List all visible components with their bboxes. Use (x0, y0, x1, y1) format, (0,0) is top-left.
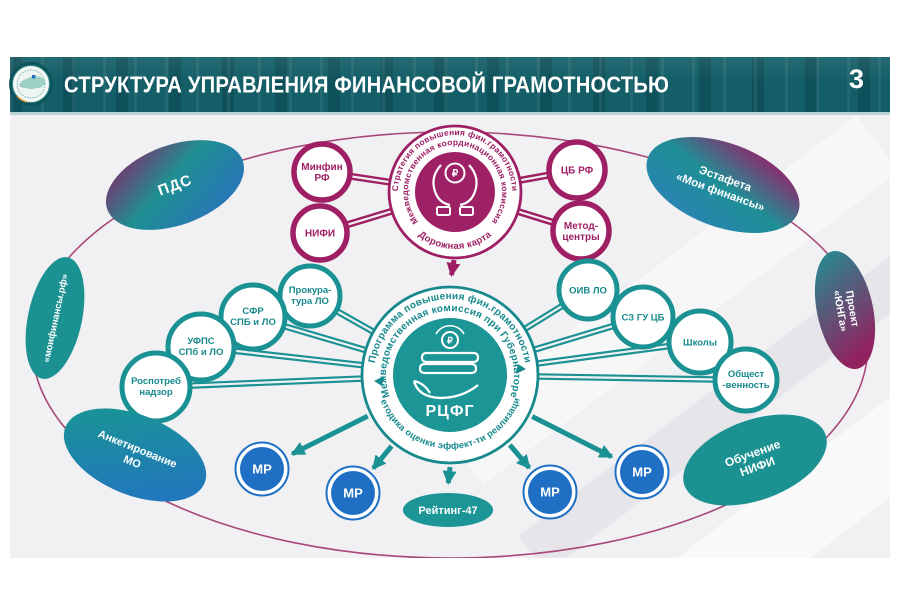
node-label: Общест (728, 369, 765, 380)
periphery-shape (63, 408, 207, 502)
partner-schools: Школы (666, 308, 734, 376)
partner-sz-gu-cb: СЗ ГУ ЦБ (610, 284, 676, 350)
satellite-minfin: Минфин РФ (291, 141, 353, 203)
node-circle (712, 346, 780, 414)
node-label: НИФИ (305, 229, 335, 240)
mr-node-3: МР (522, 464, 578, 520)
node-circle (290, 203, 350, 263)
node-label: СПБ и ЛО (230, 317, 276, 328)
slide: СТРУКТУРА УПРАВЛЕНИЯ ФИНАНСОВОЙ ГРАМОТНО… (9, 57, 890, 558)
node-label: СПб и ЛО (179, 347, 224, 358)
partner-oiv-lo: ОИВ ЛО (556, 258, 620, 322)
periphery-shape (814, 251, 876, 369)
periphery-shape (683, 414, 827, 506)
cycle-arrow-left (374, 376, 384, 386)
mr-arrows (290, 413, 614, 485)
node-circle (291, 141, 353, 203)
top-hub-interdepartmental-commission: Стратегия повышения фин.грамотности Межв… (387, 124, 523, 260)
periphery-obuchenie: Обучение НИФИ (683, 414, 827, 506)
ministry-emblem-logo (9, 62, 53, 106)
node-circle (620, 450, 664, 494)
logo-map-marker (32, 75, 36, 79)
node-label: ЦБ РФ (561, 166, 594, 177)
mr-node-1: МР (234, 441, 290, 497)
node-circle (165, 311, 237, 383)
mr-node-2: МР (325, 465, 381, 521)
node-label: Школы (683, 338, 717, 349)
node-circle (556, 258, 620, 322)
satellite-nifi: НИФИ (290, 203, 350, 263)
node-label: Рейтинг-47 (418, 505, 477, 517)
partner-prokuratura: Прокура- тура ЛО (277, 263, 343, 329)
logo-region-map (19, 76, 46, 89)
node-label: Метод- (564, 221, 598, 232)
node-label: ОИВ ЛО (569, 286, 607, 297)
periphery-shape (105, 140, 245, 230)
node-label: РФ (314, 173, 330, 184)
satellite-method-centers: Метод- центры (550, 200, 612, 262)
ruble-symbol: ₽ (447, 336, 453, 346)
node-label: МР (343, 486, 363, 501)
hands-holding-ruble-coin-icon (432, 162, 478, 216)
partner-obshchestvennost: Общест -венность (712, 346, 780, 414)
logo-gold-arc (16, 95, 28, 103)
node-label: Прокура- (289, 285, 332, 296)
slide-header: СТРУКТУРА УПРАВЛЕНИЯ ФИНАНСОВОЙ ГРАМОТНО… (9, 57, 890, 115)
node-circle (403, 493, 493, 527)
node-circle (240, 447, 284, 491)
diagram-area: Минфин РФ НИФИ ЦБ РФ Метод- центры Проку… (10, 115, 890, 558)
node-label: МР (540, 485, 560, 500)
periphery-yunga: Проект «ЮНГа» (814, 251, 876, 369)
node-circle (610, 284, 676, 350)
partner-rospotrebnadzor: Роспотреб надзор (119, 350, 193, 424)
mr-node-4: МР (614, 444, 670, 500)
periphery-shape (646, 136, 800, 234)
node-label: Минфин (301, 161, 342, 173)
node-label: СФР (242, 306, 264, 317)
node-label: тура ЛО (291, 296, 329, 307)
hand-holding-books-with-coin-icon (412, 325, 480, 400)
periphery-moifinansy: «моифинансы.рф» (25, 257, 85, 379)
node-label: центры (562, 232, 599, 243)
node-label: УФПС (187, 336, 214, 347)
ruble-symbol: ₽ (452, 169, 459, 180)
node-circle (546, 139, 608, 201)
node-circle (528, 470, 572, 514)
periphery-pds: ПДС (105, 140, 245, 230)
node-circle (218, 282, 288, 352)
structure-diagram: Минфин РФ НИФИ ЦБ РФ Метод- центры Проку… (10, 115, 876, 558)
node-label: МР (252, 462, 272, 477)
hub-to-hub-arrow (446, 259, 461, 277)
node-label: надзор (139, 387, 172, 398)
slide-title: СТРУКТУРА УПРАВЛЕНИЯ ФИНАНСОВОЙ ГРАМОТНО… (64, 71, 670, 97)
rating-node: Рейтинг-47 (403, 493, 493, 527)
node-label: СЗ ГУ ЦБ (621, 313, 664, 324)
periphery-shape (25, 257, 85, 379)
node-circle (666, 308, 734, 376)
periphery-anketirovanie: Анкетирование МО (63, 408, 207, 502)
cycle-arrow-right (516, 364, 526, 374)
node-circle (331, 471, 375, 515)
slide-number: 3 (848, 64, 864, 94)
node-label: Роспотреб (131, 376, 181, 387)
partner-sfr: СФР СПБ и ЛО (218, 282, 288, 352)
partner-ufps: УФПС СПб и ЛО (165, 311, 237, 383)
node-circle (550, 200, 612, 262)
center-hub-label: РЦФГ (425, 403, 474, 420)
node-label: -венность (722, 380, 769, 391)
periphery-estafeta: Эстафета «Мои финансы» (646, 136, 800, 234)
node-label: МР (632, 465, 652, 480)
satellite-cbrf: ЦБ РФ (546, 139, 608, 201)
hub-core (393, 318, 507, 432)
